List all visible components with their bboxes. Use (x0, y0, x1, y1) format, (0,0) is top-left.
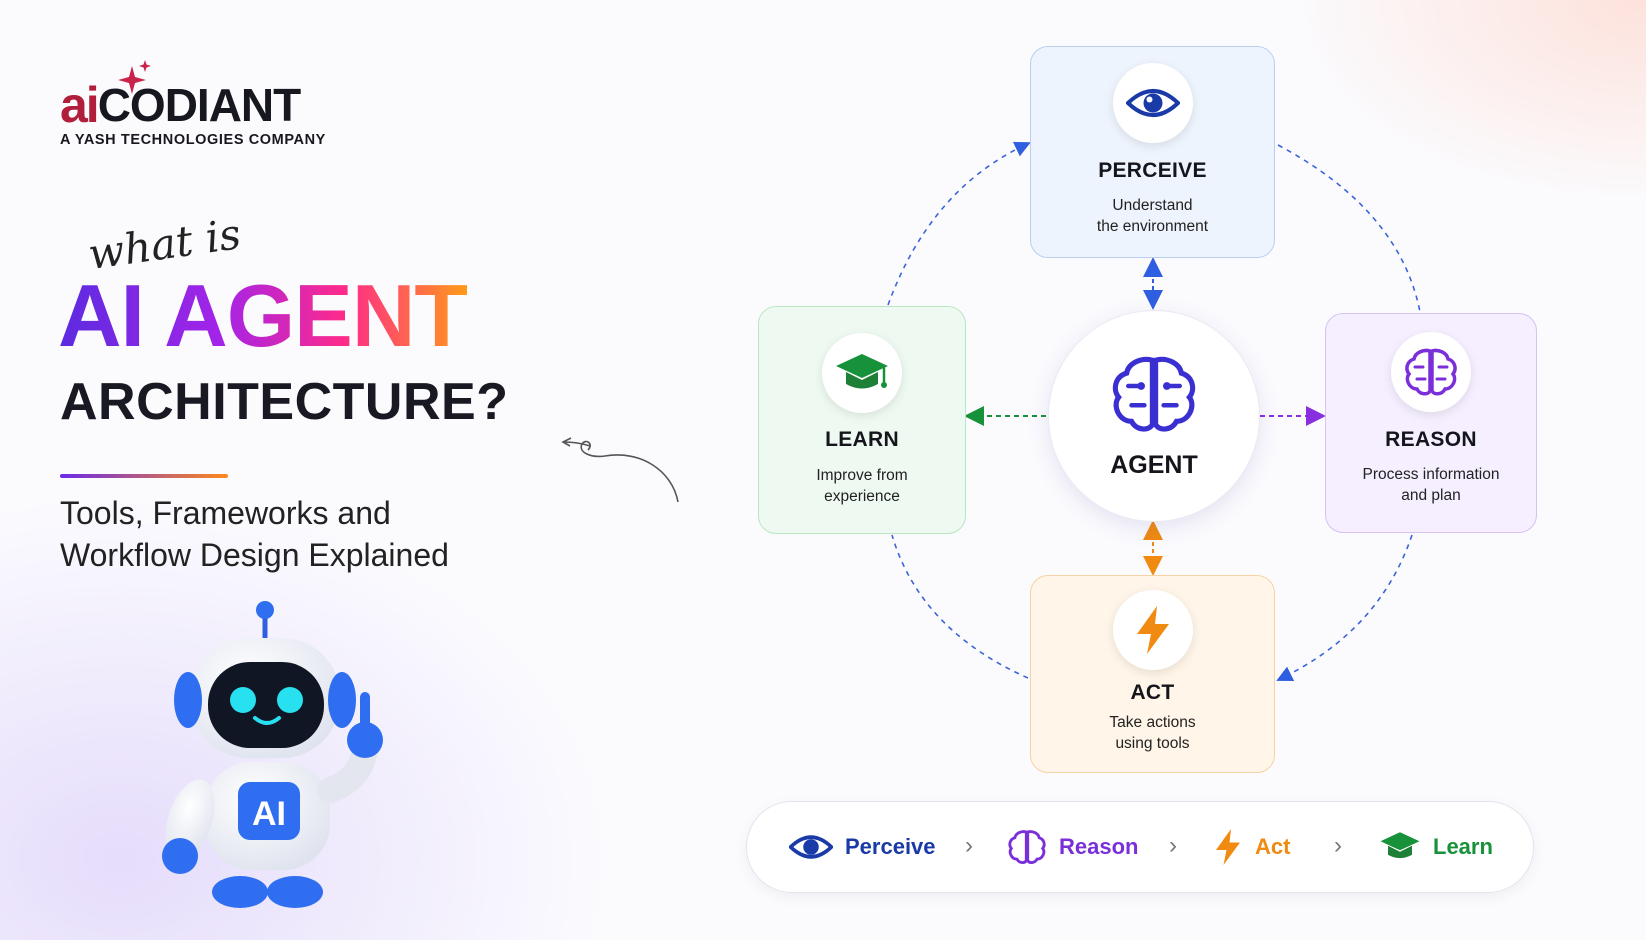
logo-wordmark: CODIANT (97, 79, 302, 131)
headline-subtitle: Tools, Frameworks and Workflow Design Ex… (60, 492, 449, 576)
headline-title: ARCHITECTURE? (60, 373, 509, 431)
perceive-desc-line-2: the environment (1096, 218, 1209, 235)
flow-item-learn: Learn (1379, 802, 1493, 891)
perceive-title: PERCEIVE (1098, 159, 1207, 182)
learn-description: Improve from experience (759, 465, 965, 507)
sparkle-icon (118, 60, 151, 94)
flow-label-perceive: Perceive (845, 833, 936, 859)
graduation-cap-icon (1380, 832, 1420, 859)
chevron-right-icon: › (965, 832, 973, 859)
node-act: ACT Take actions using tools (1030, 575, 1275, 773)
learn-desc-line-1: Improve from (816, 467, 908, 484)
reason-desc-line-2: and plan (1401, 487, 1461, 504)
flow-label-reason: Reason (1059, 833, 1139, 859)
headline-gradient-title: AI AGENT (58, 266, 468, 365)
act-icon-badge (1112, 590, 1193, 670)
perceive-icon-badge (1112, 63, 1193, 143)
flow-label-learn: Learn (1433, 833, 1493, 859)
act-desc-line-2: using tools (1115, 735, 1190, 752)
eye-icon (1125, 89, 1180, 117)
graduation-cap-icon (836, 354, 888, 389)
reason-description: Process information and plan (1326, 464, 1536, 506)
reason-icon-badge (1391, 332, 1471, 412)
brain-icon (1112, 356, 1196, 432)
reason-title: REASON (1385, 428, 1477, 451)
perceive-description: Understand the environment (1031, 195, 1274, 237)
agent-center: AGENT (1048, 310, 1260, 522)
robot-badge: AI (252, 795, 286, 833)
learn-desc-line-2: experience (824, 488, 900, 505)
learn-title: LEARN (825, 428, 899, 451)
act-desc-line-1: Take actions (1109, 714, 1196, 731)
logo-ai-mark: ai (60, 77, 100, 133)
eye-icon (789, 834, 833, 859)
lightning-icon (1136, 606, 1169, 654)
chevron-right-icon: › (1169, 832, 1177, 859)
subtitle-line-1: Tools, Frameworks and (60, 495, 391, 531)
robot-mascot: AI (162, 601, 383, 908)
flow-bar: Perceive › Reason › Act › Learn (746, 801, 1534, 893)
node-perceive: PERCEIVE Understand the environment (1030, 46, 1275, 258)
node-reason: REASON Process information and plan (1325, 313, 1537, 533)
node-learn: LEARN Improve from experience (758, 306, 966, 534)
curly-arrow-icon (561, 437, 679, 503)
subtitle-line-2: Workflow Design Explained (60, 537, 449, 573)
brand-logo: ai CODIANT (60, 77, 302, 133)
brain-icon (1008, 829, 1046, 864)
logo-tagline: A YASH TECHNOLOGIES COMPANY (60, 132, 326, 148)
headline-underline (60, 474, 228, 478)
chevron-right-icon: › (1334, 832, 1342, 859)
learn-icon-badge (822, 333, 902, 413)
agent-title: AGENT (1110, 451, 1198, 479)
act-title: ACT (1130, 681, 1175, 704)
flow-label-act: Act (1255, 833, 1291, 859)
act-description: Take actions using tools (1031, 712, 1274, 754)
flow-item-act: Act (1213, 802, 1290, 891)
brain-icon (1405, 348, 1457, 396)
perceive-desc-line-1: Understand (1112, 197, 1193, 214)
flow-item-perceive: Perceive (789, 802, 936, 891)
reason-desc-line-1: Process information (1362, 466, 1500, 483)
flow-item-reason: Reason (1007, 802, 1138, 891)
lightning-icon (1216, 828, 1240, 865)
